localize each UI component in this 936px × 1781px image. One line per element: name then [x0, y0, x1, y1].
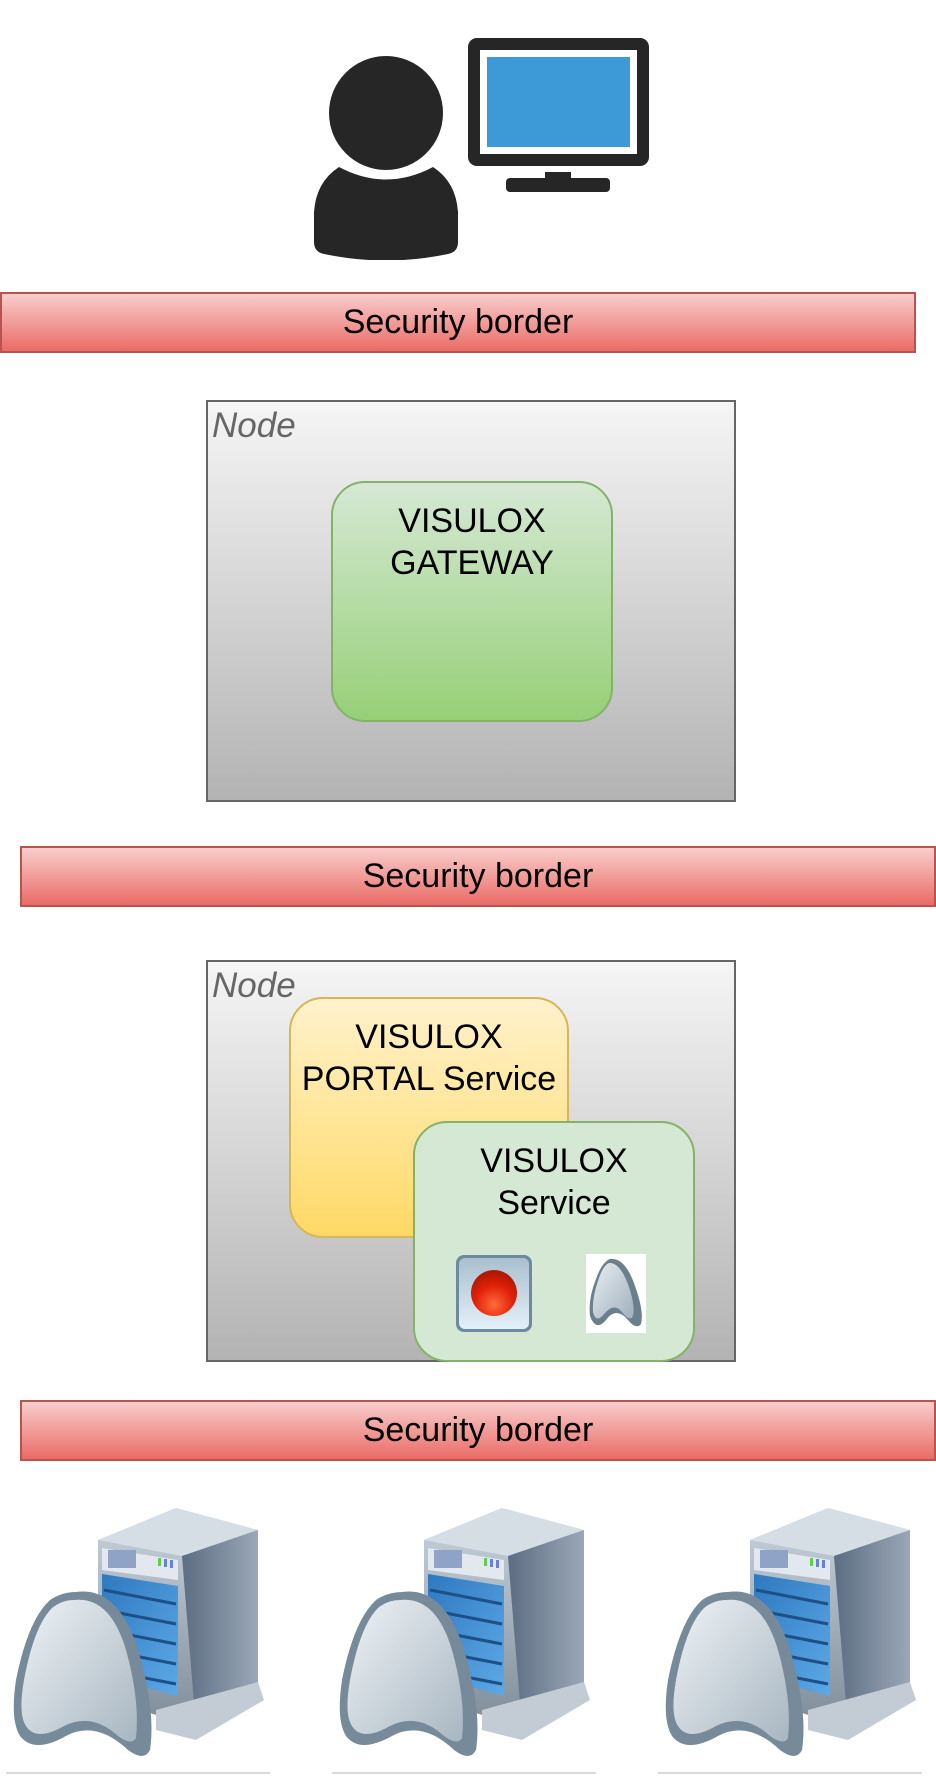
- portal-title-line-2: PORTAL Service: [301, 1060, 557, 1098]
- server-baseline: [332, 1772, 596, 1774]
- gateway-title-line-1: VISULOX: [398, 502, 546, 540]
- server-baseline: [658, 1772, 922, 1774]
- server-baseline: [6, 1772, 270, 1774]
- security-border-label: Security border: [362, 857, 594, 895]
- security-border-label: Security border: [362, 1411, 594, 1449]
- app-server-icon: [332, 1500, 596, 1776]
- app-server-icon: [6, 1500, 270, 1776]
- security-border-3: Security border: [20, 1400, 936, 1461]
- app-server-icon: [658, 1500, 922, 1776]
- security-border-2: Security border: [20, 846, 936, 907]
- node-label: Node: [212, 966, 296, 1005]
- portal-title-line-1: VISULOX: [355, 1018, 503, 1056]
- service-title-line-1: VISULOX: [480, 1142, 628, 1180]
- user-icon: [308, 52, 464, 261]
- monitor-icon: [464, 36, 654, 196]
- visulox-gateway-box: VISULOX GATEWAY: [331, 481, 613, 722]
- security-border-label: Security border: [342, 303, 574, 341]
- record-icon: [455, 1254, 533, 1333]
- service-title-line-2: Service: [497, 1184, 611, 1222]
- gateway-title-line-2: GATEWAY: [390, 544, 554, 582]
- app-arch-icon: [586, 1254, 646, 1333]
- node-label: Node: [212, 406, 296, 445]
- security-border-1: Security border: [0, 292, 916, 353]
